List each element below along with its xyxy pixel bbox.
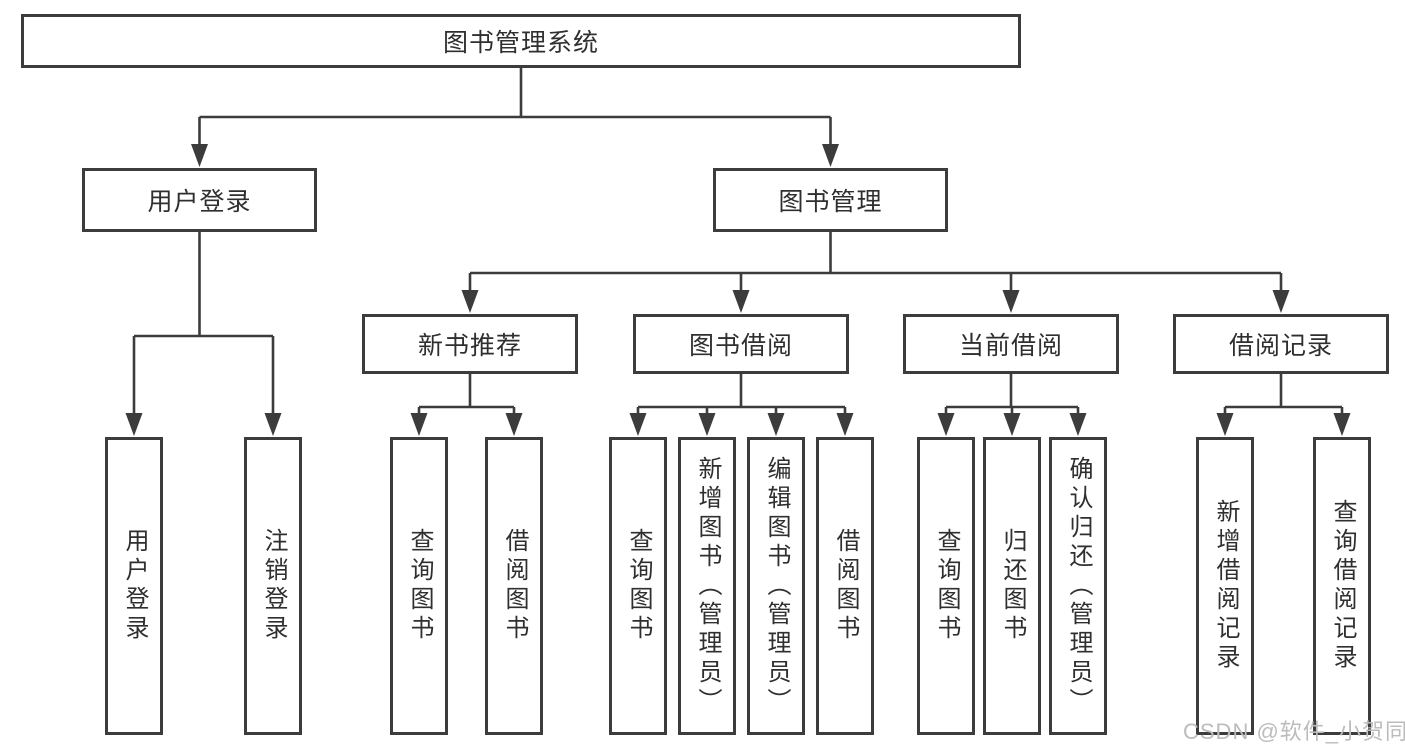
leaf-current-return-books: 归还图书 — [983, 437, 1041, 735]
leaf-records-add-record: 新增借阅记录 — [1196, 437, 1254, 735]
leaf-logout: 注销登录 — [244, 437, 302, 735]
node-label: 图书管理系统 — [442, 29, 599, 57]
node-label: 当前借阅 — [958, 332, 1063, 360]
leaf-borrow-add-books-admin: 新增图书（管理员） — [678, 437, 736, 735]
node-label: 借阅图书 — [832, 528, 859, 644]
leaf-borrow-borrow-books: 借阅图书 — [816, 437, 874, 735]
node-label: 归还图书 — [999, 528, 1026, 644]
node-label: 查询图书 — [625, 528, 652, 644]
leaf-recommend-borrow-books: 借阅图书 — [485, 437, 543, 735]
csdn-watermark: CSDN @软件_小贺同学 — [1183, 719, 1405, 744]
node-label: 新书推荐 — [417, 332, 522, 360]
leaf-current-confirm-return-admin: 确认归还（管理员） — [1049, 437, 1107, 735]
leaf-current-query-books: 查询图书 — [917, 437, 975, 735]
node-label: 查询图书 — [933, 528, 960, 644]
node-book-management: 图书管理 — [713, 168, 948, 232]
node-label: 编辑图书（管理员） — [763, 455, 790, 717]
leaf-borrow-query-books: 查询图书 — [609, 437, 667, 735]
node-label: 新增图书（管理员） — [694, 455, 721, 717]
node-user-login: 用户登录 — [82, 168, 317, 232]
leaf-records-query-record: 查询借阅记录 — [1313, 437, 1371, 735]
node-label: 新增借阅记录 — [1212, 499, 1239, 673]
node-label: 查询图书 — [406, 528, 433, 644]
node-book-borrow: 图书借阅 — [633, 314, 849, 374]
node-label: 查询借阅记录 — [1329, 499, 1356, 673]
node-borrow-records: 借阅记录 — [1173, 314, 1389, 374]
node-label: 用户登录 — [121, 528, 148, 644]
node-label: 图书管理 — [778, 188, 883, 216]
node-label: 图书借阅 — [688, 332, 793, 360]
node-label: 借阅记录 — [1228, 332, 1333, 360]
node-label: 注销登录 — [260, 528, 287, 644]
leaf-borrow-edit-books-admin: 编辑图书（管理员） — [747, 437, 805, 735]
node-root-library-management-system: 图书管理系统 — [21, 14, 1021, 68]
leaf-recommend-query-books: 查询图书 — [390, 437, 448, 735]
node-label: 用户登录 — [147, 188, 252, 216]
node-current-borrow: 当前借阅 — [903, 314, 1119, 374]
node-label: 借阅图书 — [501, 528, 528, 644]
node-new-book-recommend: 新书推荐 — [362, 314, 578, 374]
leaf-user-login: 用户登录 — [105, 437, 163, 735]
node-label: 确认归还（管理员） — [1065, 455, 1092, 717]
